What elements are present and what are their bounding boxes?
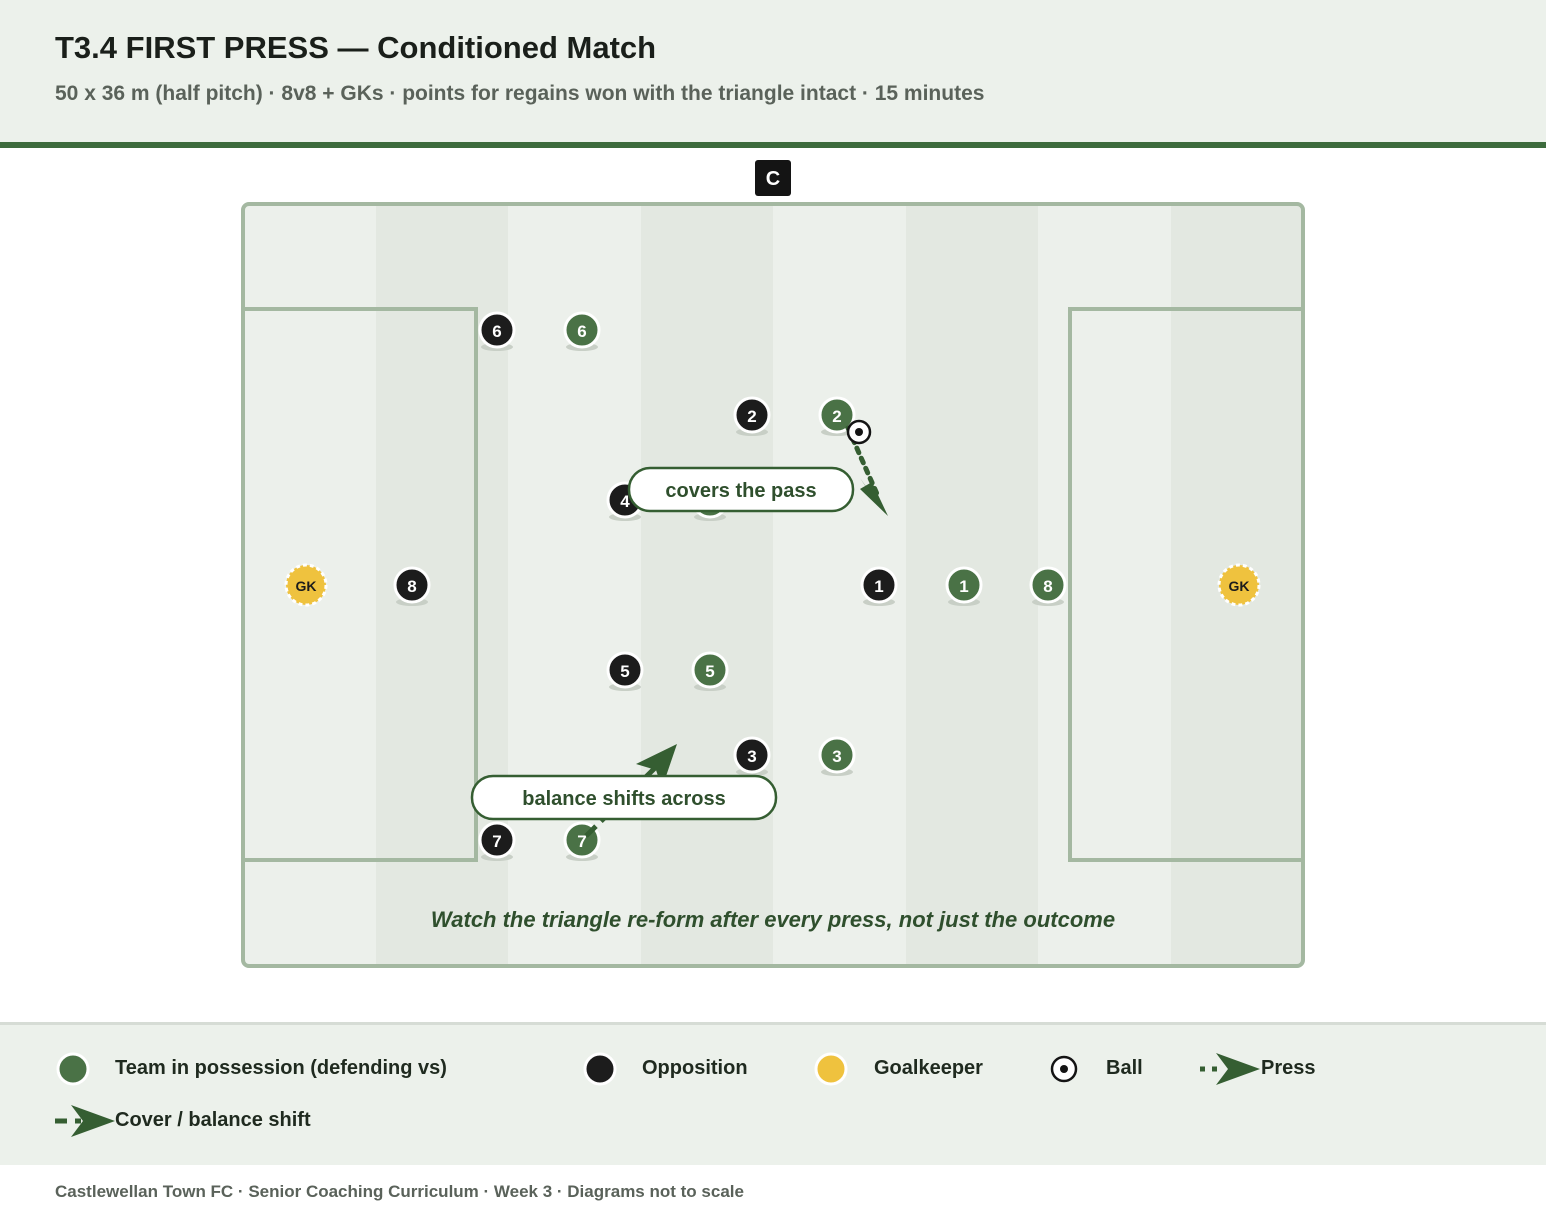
goalkeeper-right: GK: [1217, 563, 1261, 607]
legend-goalkeeper-label: Goalkeeper: [874, 1057, 983, 1079]
opposition-player: 7: [478, 821, 516, 861]
team-player: 8: [1029, 566, 1067, 606]
player-number: 5: [620, 662, 629, 681]
opposition-player: 8: [393, 566, 431, 606]
player-number: 8: [1043, 577, 1052, 596]
coach-marker: C: [755, 160, 791, 196]
player-number: 2: [832, 407, 841, 426]
opposition-player: 2: [733, 396, 771, 436]
team-player: 6: [563, 311, 601, 351]
goalkeeper-legend-icon: [814, 1052, 848, 1086]
team-player: 1: [945, 566, 983, 606]
player-number: 1: [874, 577, 883, 596]
goalkeeper-label: GK: [296, 578, 317, 594]
left-penalty-box: [243, 307, 478, 862]
pitch-outline: [241, 202, 1305, 968]
player-number: 8: [407, 577, 416, 596]
coaching-note: Watch the triangle re-form after every p…: [431, 907, 1115, 932]
pitch-diagram: C GK GK 6 2 4 8 1 5 3: [241, 160, 1305, 968]
press-callout: covers the pass: [627, 466, 855, 513]
opposition-player: 5: [606, 651, 644, 691]
player-number: 7: [492, 832, 501, 851]
opposition-player: 6: [478, 311, 516, 351]
footer-credit: Castlewellan Town FC · Senior Coaching C…: [55, 1182, 744, 1201]
goalkeeper-left: GK: [284, 563, 328, 607]
header: T3.4 FIRST PRESS — Conditioned Match 50 …: [0, 0, 1546, 148]
legend-ball-label: Ball: [1106, 1057, 1143, 1079]
balance-arrow-head: [636, 744, 677, 788]
coach-label: C: [766, 168, 780, 190]
opposition-legend-icon: [583, 1052, 617, 1086]
player-number: 3: [832, 747, 841, 766]
right-penalty-box: [1068, 307, 1303, 862]
balance-callout-text: balance shifts across: [522, 788, 725, 810]
ball: [846, 419, 872, 445]
team-legend-icon: [56, 1052, 90, 1086]
opposition-player: 3: [733, 736, 771, 776]
player-number: 1: [959, 577, 968, 596]
legend-opposition-label: Opposition: [642, 1057, 748, 1079]
legend-team-label: Team in possession (defending vs): [115, 1057, 447, 1079]
player-number: 4: [620, 492, 630, 511]
legend-press-label: Press: [1261, 1057, 1316, 1079]
player-number: 6: [577, 322, 586, 341]
opposition-player: 1: [860, 566, 898, 606]
page-title: T3.4 FIRST PRESS — Conditioned Match: [55, 30, 657, 65]
goalkeeper-label: GK: [1229, 578, 1250, 594]
balance-callout: balance shifts across: [470, 774, 778, 821]
player-number: 2: [747, 407, 756, 426]
player-number: 3: [747, 747, 756, 766]
press-legend-icon: [1200, 1053, 1260, 1085]
ball-legend-icon: [1050, 1055, 1078, 1083]
team-player: 5: [691, 651, 729, 691]
team-player: 3: [818, 736, 856, 776]
press-callout-text: covers the pass: [665, 480, 816, 502]
player-number: 7: [577, 832, 586, 851]
cover-legend-icon: [55, 1105, 115, 1137]
player-number: 6: [492, 322, 501, 341]
legend: Team in possession (defending vs) Opposi…: [0, 1022, 1546, 1165]
pitch-stripe: [641, 206, 773, 964]
player-number: 5: [705, 662, 714, 681]
team-player: 2: [818, 396, 856, 436]
legend-cover-label: Cover / balance shift: [115, 1109, 311, 1131]
page-subtitle: 50 x 36 m (half pitch) · 8v8 + GKs · poi…: [55, 82, 985, 105]
